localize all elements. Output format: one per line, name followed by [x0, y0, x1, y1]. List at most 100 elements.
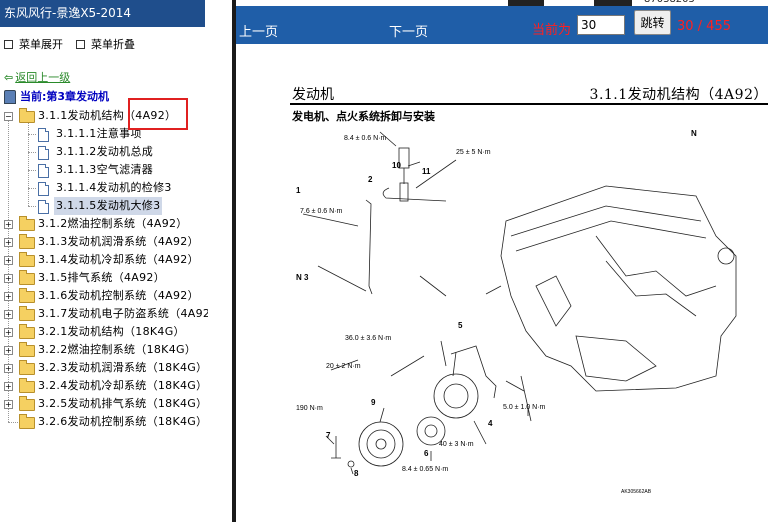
- oil-level-tube: [365, 199, 373, 295]
- tree-item[interactable]: + 3.1.6发动机控制系统（4A92）: [0, 287, 208, 305]
- figure-code: AK305662AB: [621, 489, 652, 495]
- next-page-link[interactable]: 下一页: [389, 25, 429, 40]
- tree-item-label[interactable]: 3.1.1.3空气滤清器: [56, 163, 154, 176]
- torque-label: 20 ± 2 N·m: [326, 363, 361, 370]
- folder-icon: [19, 234, 35, 249]
- tree-item-label[interactable]: 3.1.5排气系统（4A92）: [38, 271, 166, 284]
- expand-toggle-icon[interactable]: +: [4, 346, 13, 355]
- expand-toggle-icon[interactable]: +: [4, 328, 13, 337]
- tree-item-label[interactable]: 3.2.3发动机润滑系统（18K4G）: [38, 361, 208, 374]
- section-title: 发动机: [292, 87, 334, 103]
- tree-item[interactable]: 3.1.1.1注意事项: [0, 125, 208, 143]
- current-chapter-label: 当前:第3章发动机: [20, 90, 110, 103]
- back-link[interactable]: ⇦返回上一级: [4, 70, 70, 86]
- heading-rule: [290, 103, 768, 105]
- app-title: 东风风行-景逸X5-2014: [0, 0, 205, 27]
- tree-line: [8, 116, 9, 422]
- expand-menu-button[interactable]: 菜单展开: [4, 37, 63, 53]
- tree-item[interactable]: + 3.1.4发动机冷却系统（4A92）: [0, 251, 208, 269]
- expand-toggle-icon[interactable]: +: [4, 256, 13, 265]
- tree-item[interactable]: 3.1.1.3空气滤清器: [0, 161, 208, 179]
- tree-item-label[interactable]: 3.1.7发动机电子防盗系统（4A92: [38, 307, 208, 320]
- document-subtitle: 发电机、点火系统拆卸与安装: [292, 110, 435, 123]
- callout-3-mark: N: [296, 273, 302, 282]
- folder-icon: [19, 252, 35, 267]
- tree-item-label[interactable]: 3.1.6发动机控制系统（4A92）: [38, 289, 199, 302]
- document-icon: [38, 128, 49, 142]
- prev-page-link[interactable]: 上一页: [239, 25, 279, 40]
- tree-item-label[interactable]: 3.1.1.5发动机大修3: [54, 197, 163, 215]
- top-strip-block: [508, 0, 544, 6]
- page-number-input[interactable]: [577, 15, 625, 35]
- expand-toggle-icon[interactable]: +: [4, 220, 13, 229]
- torque-label: 8.4 ± 0.65 N·m: [402, 466, 448, 473]
- pane-splitter[interactable]: [232, 0, 236, 522]
- tree-item[interactable]: + 3.2.4发动机冷却系统（18K4G）: [0, 377, 208, 395]
- tree-item-label[interactable]: 3.2.1发动机结构（18K4G）: [38, 325, 185, 338]
- top-strip: [236, 0, 768, 6]
- expand-toggle-icon[interactable]: +: [4, 400, 13, 409]
- expand-toggle-icon[interactable]: +: [4, 382, 13, 391]
- tree-item[interactable]: + 3.1.7发动机电子防盗系统（4A92: [0, 305, 208, 323]
- back-link-label: 返回上一级: [15, 71, 71, 84]
- expand-toggle-icon[interactable]: +: [4, 292, 13, 301]
- tree-item[interactable]: + 3.1.3发动机润滑系统（4A92）: [0, 233, 208, 251]
- pulley-6: [416, 416, 446, 446]
- tree-item[interactable]: + 3.2.5发动机排气系统（18K4G）: [0, 395, 208, 413]
- tree-item-label[interactable]: 3.2.5发动机排气系统（18K4G）: [38, 397, 208, 410]
- top-strip-block: [594, 0, 632, 6]
- tree-item[interactable]: − 3.1.1发动机结构（4A92）: [0, 107, 208, 125]
- tree-item[interactable]: 3.1.1.4发动机的检修3: [0, 179, 208, 197]
- callout-5: 5: [458, 321, 463, 330]
- collapse-menu-button[interactable]: 菜单折叠: [76, 37, 135, 53]
- tree-item-label[interactable]: 3.1.1发动机结构（4A92）: [38, 109, 177, 122]
- torque-label: 40 ± 3 N·m: [439, 441, 474, 448]
- tree-item[interactable]: + 3.2.1发动机结构（18K4G）: [0, 323, 208, 341]
- callout-7: 7: [326, 431, 331, 440]
- collapse-icon: [76, 39, 85, 49]
- torque-label: 7.6 ± 0.6 N·m: [300, 208, 343, 215]
- long-bolt: [520, 375, 532, 422]
- content-pane: 上一页 下一页 当前为 跳转 30 / 455 发动机 3.1.1发动机结构（4…: [236, 0, 768, 522]
- expand-toggle-icon[interactable]: +: [4, 238, 13, 247]
- document-icon: [38, 146, 49, 160]
- washer: [347, 460, 355, 468]
- callout-1: 1: [296, 186, 301, 195]
- tree-item[interactable]: 3.2.6发动机控制系统（18K4G）: [0, 413, 208, 431]
- folder-open-icon: [19, 108, 35, 123]
- tree-item-label[interactable]: 3.1.3发动机润滑系统（4A92）: [38, 235, 199, 248]
- tree-item[interactable]: + 3.1.2燃油控制系统（4A92）: [0, 215, 208, 233]
- jump-button[interactable]: 跳转: [634, 10, 671, 35]
- current-page-label: 当前为: [532, 23, 572, 38]
- expand-toggle-icon[interactable]: +: [4, 274, 13, 283]
- oil-pan: [575, 335, 657, 382]
- tree-item[interactable]: + 3.2.3发动机润滑系统（18K4G）: [0, 359, 208, 377]
- folder-icon: [19, 396, 35, 411]
- callout-4: 4: [488, 419, 493, 428]
- tree-item-label[interactable]: 3.1.2燃油控制系统（4A92）: [38, 217, 188, 230]
- tree-item-label[interactable]: 3.1.1.2发动机总成: [56, 145, 154, 158]
- tree-item-label[interactable]: 3.2.6发动机控制系统（18K4G）: [38, 415, 208, 428]
- tree-item[interactable]: + 3.2.2燃油控制系统（18K4G）: [0, 341, 208, 359]
- current-chapter: 当前:第3章发动机: [4, 89, 109, 105]
- tree-item-label[interactable]: 3.2.2燃油控制系统（18K4G）: [38, 343, 197, 356]
- engine-head-lines: [510, 205, 707, 252]
- tree-item-label[interactable]: 3.1.1.1注意事项: [56, 127, 142, 140]
- expand-toggle-icon[interactable]: +: [4, 310, 13, 319]
- folder-icon: [19, 306, 35, 321]
- tree-line: [28, 188, 36, 189]
- crank-pulley: [358, 421, 404, 467]
- expand-toggle-icon[interactable]: +: [4, 364, 13, 373]
- tree-item-label[interactable]: 3.1.1.4发动机的检修3: [56, 181, 172, 194]
- callout-3: 3: [304, 273, 309, 282]
- tree-line: [28, 152, 36, 153]
- tree-item[interactable]: + 3.1.5排气系统（4A92）: [0, 269, 208, 287]
- tree-item-selected[interactable]: 3.1.1.5发动机大修3: [0, 197, 208, 215]
- tree-item-label[interactable]: 3.2.4发动机冷却系统（18K4G）: [38, 379, 208, 392]
- collapse-toggle-icon[interactable]: −: [4, 112, 13, 121]
- intake-manifold: [595, 235, 717, 297]
- alternator: [433, 373, 479, 419]
- tree-item-label[interactable]: 3.1.4发动机冷却系统（4A92）: [38, 253, 199, 266]
- folder-icon: [19, 360, 35, 375]
- tree-item[interactable]: 3.1.1.2发动机总成: [0, 143, 208, 161]
